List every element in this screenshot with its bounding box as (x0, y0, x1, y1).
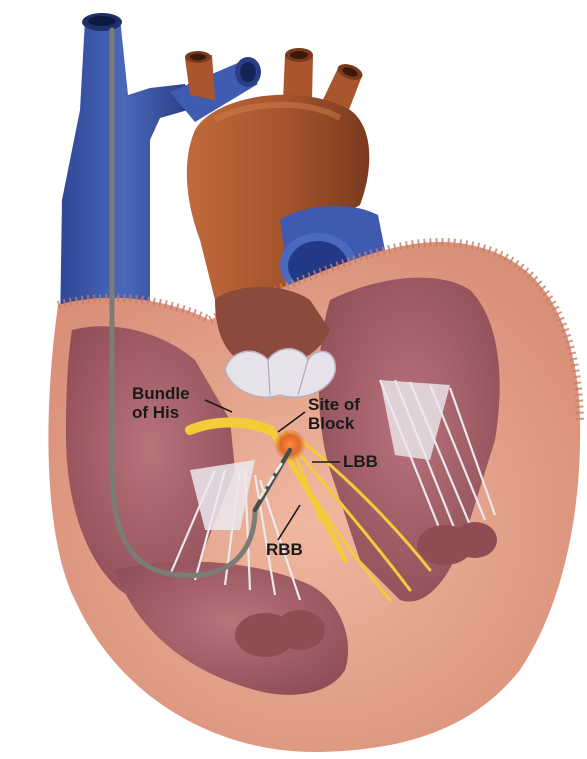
label-site-of-block-line1: Site of (308, 395, 360, 414)
label-bundle-of-his-line2: of His (132, 403, 190, 422)
label-rbb: RBB (266, 540, 303, 559)
superior-vena-cava (60, 13, 188, 330)
label-lbb: LBB (343, 452, 378, 471)
label-lbb-text: LBB (343, 452, 378, 471)
label-site-of-block-line2: Block (308, 414, 360, 433)
label-site-of-block: Site of Block (308, 395, 360, 433)
label-rbb-text: RBB (266, 540, 303, 559)
label-bundle-of-his-line1: Bundle (132, 384, 190, 403)
block-site-marker (274, 429, 306, 461)
label-bundle-of-his: Bundle of His (132, 384, 190, 422)
